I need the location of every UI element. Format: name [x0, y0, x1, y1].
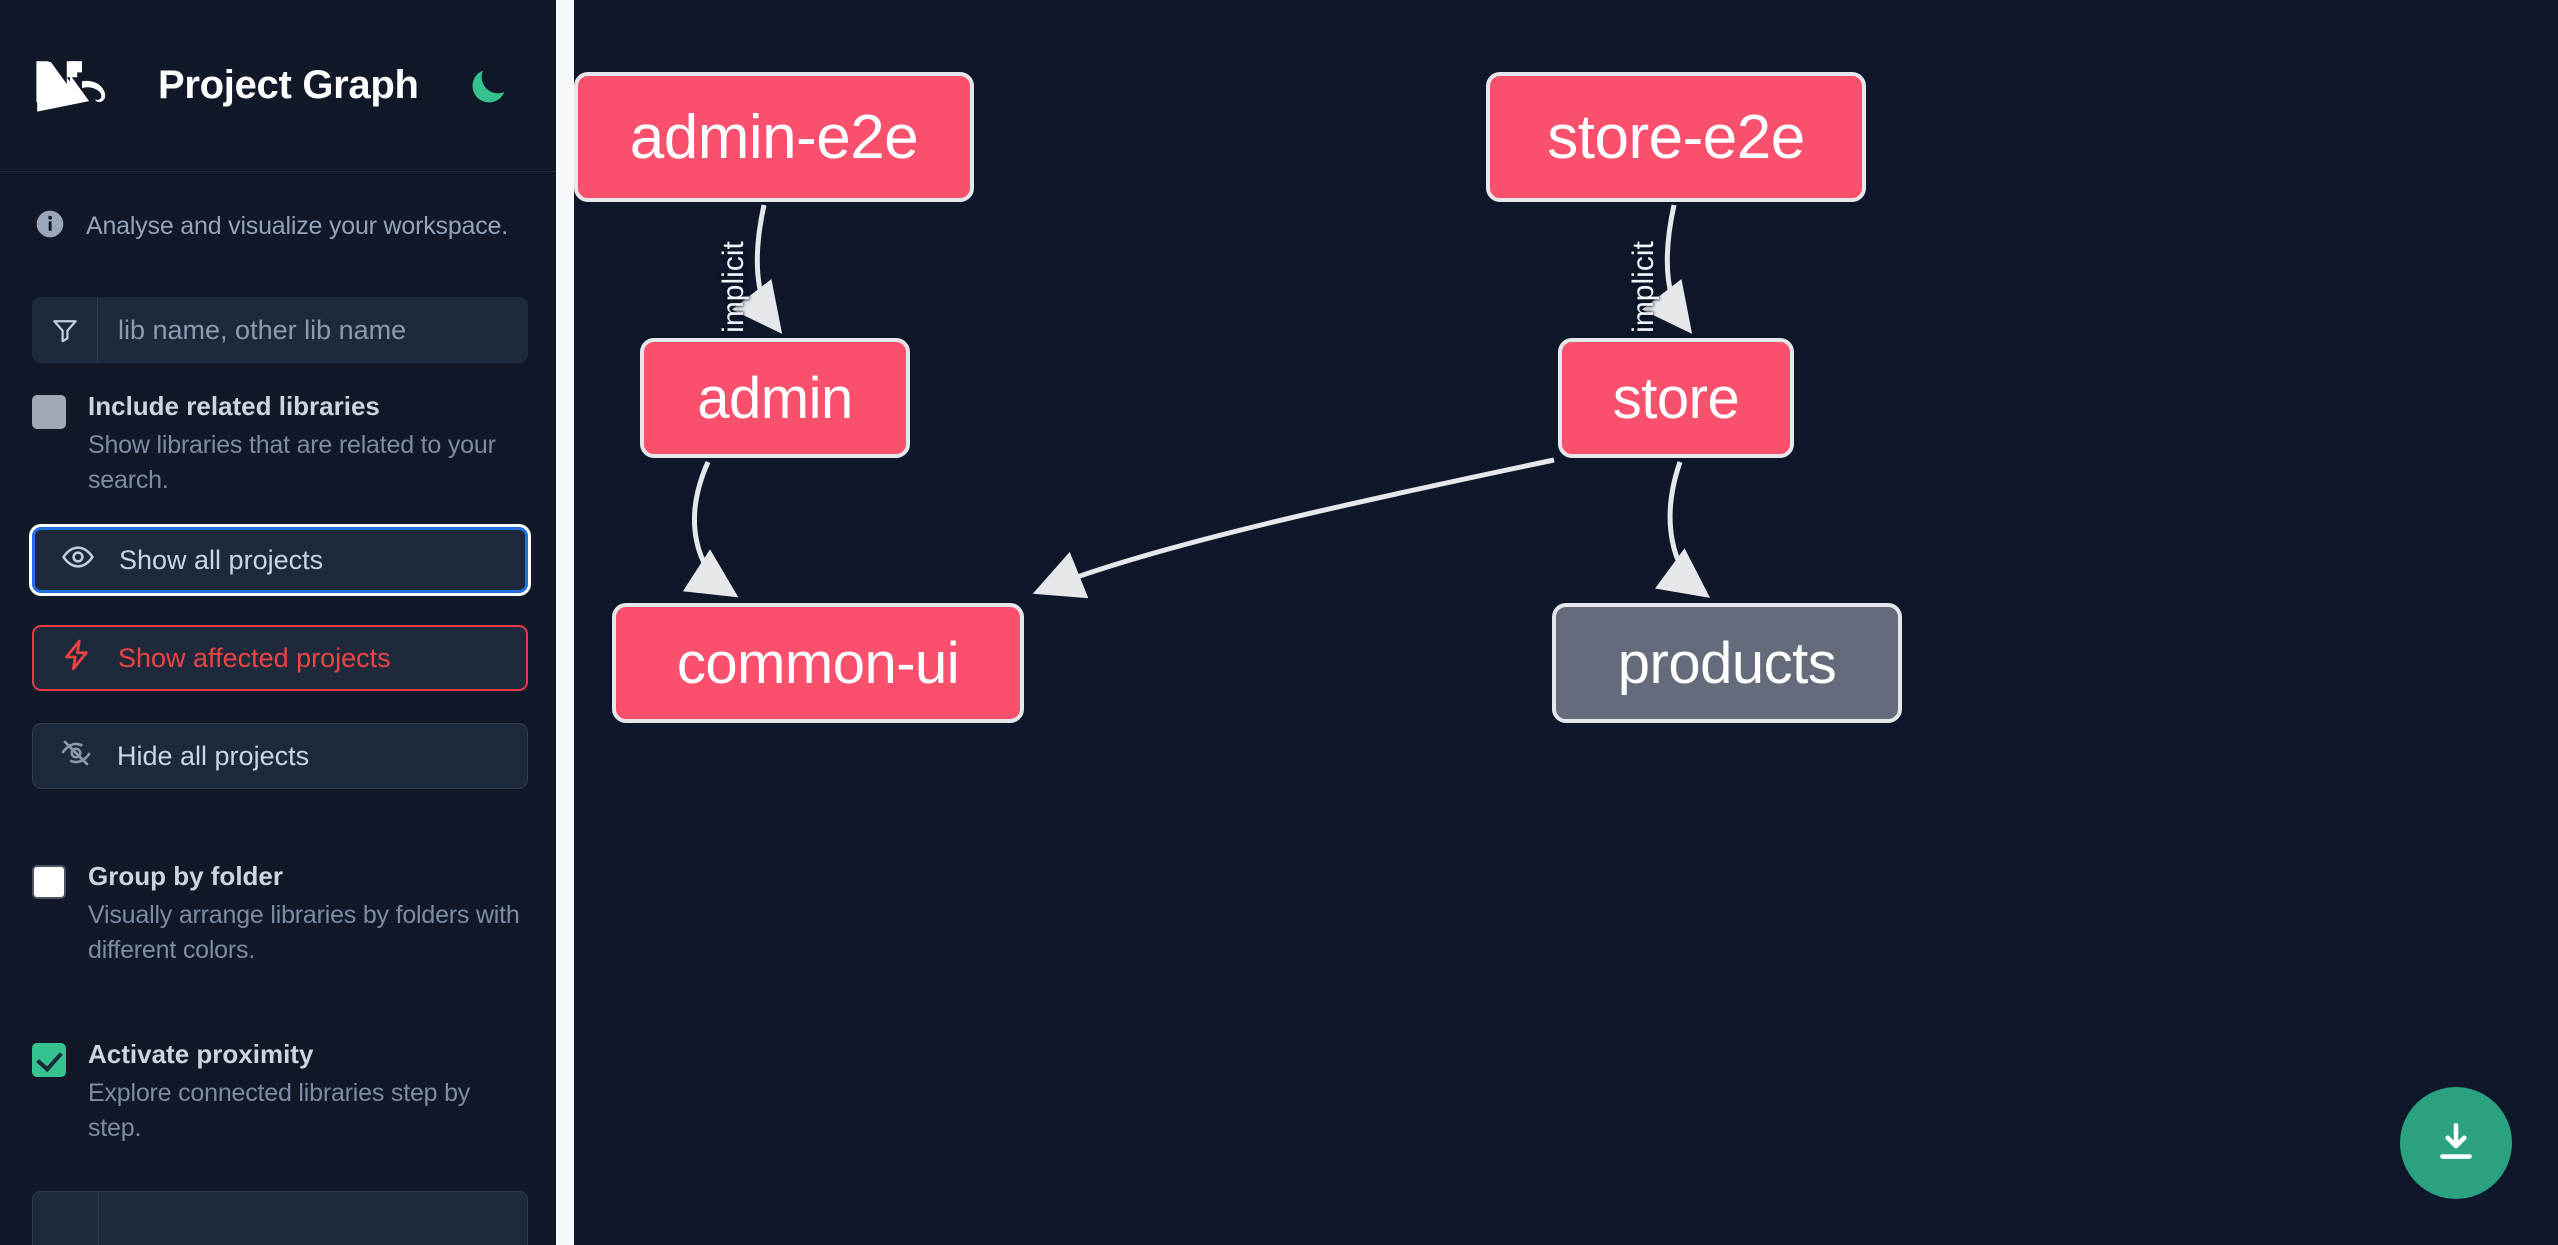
option-title: Include related libraries: [88, 391, 380, 421]
filter-funnel-icon: [32, 297, 98, 363]
edge-store-products: [1654, 461, 1711, 598]
info-icon: [34, 208, 66, 245]
button-label: Hide all projects: [117, 740, 310, 771]
graph-node-products[interactable]: products: [1552, 603, 1902, 723]
graph-node-store-e2e[interactable]: store-e2e: [1486, 72, 1866, 202]
search-input[interactable]: [98, 297, 528, 363]
download-image-button[interactable]: [2400, 1087, 2512, 1199]
hide-all-projects-button[interactable]: Hide all projects: [32, 723, 528, 790]
proximity-stepper-field[interactable]: [32, 1191, 528, 1245]
edge-store-common-ui: [1032, 457, 1555, 599]
moon-icon[interactable]: [465, 63, 511, 109]
eye-slash-icon: [59, 736, 93, 777]
option-activate-proximity[interactable]: Activate proximity Explore connected lib…: [0, 1011, 560, 1145]
option-description: Show libraries that are related to your …: [88, 431, 496, 494]
graph-node-admin[interactable]: admin: [640, 338, 910, 458]
option-title: Group by folder: [88, 861, 283, 892]
lightning-bolt-icon: [60, 638, 94, 679]
nx-logo-icon: [34, 56, 130, 116]
edge-store-e2e-store: [1641, 204, 1693, 334]
workspace-tagline-row: Analyse and visualize your workspace.: [0, 172, 560, 245]
graph-node-store[interactable]: store: [1558, 338, 1794, 458]
activate-proximity-checkbox[interactable]: [32, 1043, 66, 1078]
button-label: Show affected projects: [118, 642, 391, 673]
graph-edges: [682, 204, 1711, 599]
option-title: Activate proximity: [88, 1039, 314, 1070]
stepper-icon: [33, 1192, 99, 1245]
show-affected-projects-button[interactable]: Show affected projects: [32, 625, 528, 692]
page-title: Project Graph: [158, 63, 419, 107]
option-description: Visually arrange libraries by folders wi…: [88, 901, 520, 964]
include-related-libraries-checkbox[interactable]: [32, 395, 66, 429]
graph-node-admin-e2e[interactable]: admin-e2e: [574, 72, 974, 202]
button-label: Show all projects: [119, 544, 324, 575]
option-group-by-folder[interactable]: Group by folder Visually arrange librari…: [0, 833, 560, 967]
sidebar: Project Graph Analyse and visualize your…: [0, 0, 560, 1245]
eye-icon: [61, 540, 95, 581]
sidebar-header: Project Graph: [0, 0, 560, 172]
option-description: Explore connected libraries step by step…: [88, 1079, 471, 1142]
search-field[interactable]: [32, 297, 528, 363]
edge-admin-common-ui: [682, 460, 739, 598]
download-icon: [2440, 1123, 2472, 1159]
show-all-projects-button[interactable]: Show all projects: [32, 527, 528, 594]
graph-node-common-ui[interactable]: common-ui: [612, 603, 1024, 723]
tagline-text: Analyse and visualize your workspace.: [86, 212, 508, 240]
option-include-related-libraries[interactable]: Include related libraries Show libraries…: [0, 363, 560, 497]
sidebar-scrollbar-track[interactable]: [556, 0, 1128, 1245]
edge-admin-e2e-admin: [731, 204, 783, 334]
group-by-folder-checkbox[interactable]: [32, 865, 66, 900]
project-graph-canvas[interactable]: implicit implicit admin-e2e store-e2e ad…: [574, 0, 2558, 1245]
